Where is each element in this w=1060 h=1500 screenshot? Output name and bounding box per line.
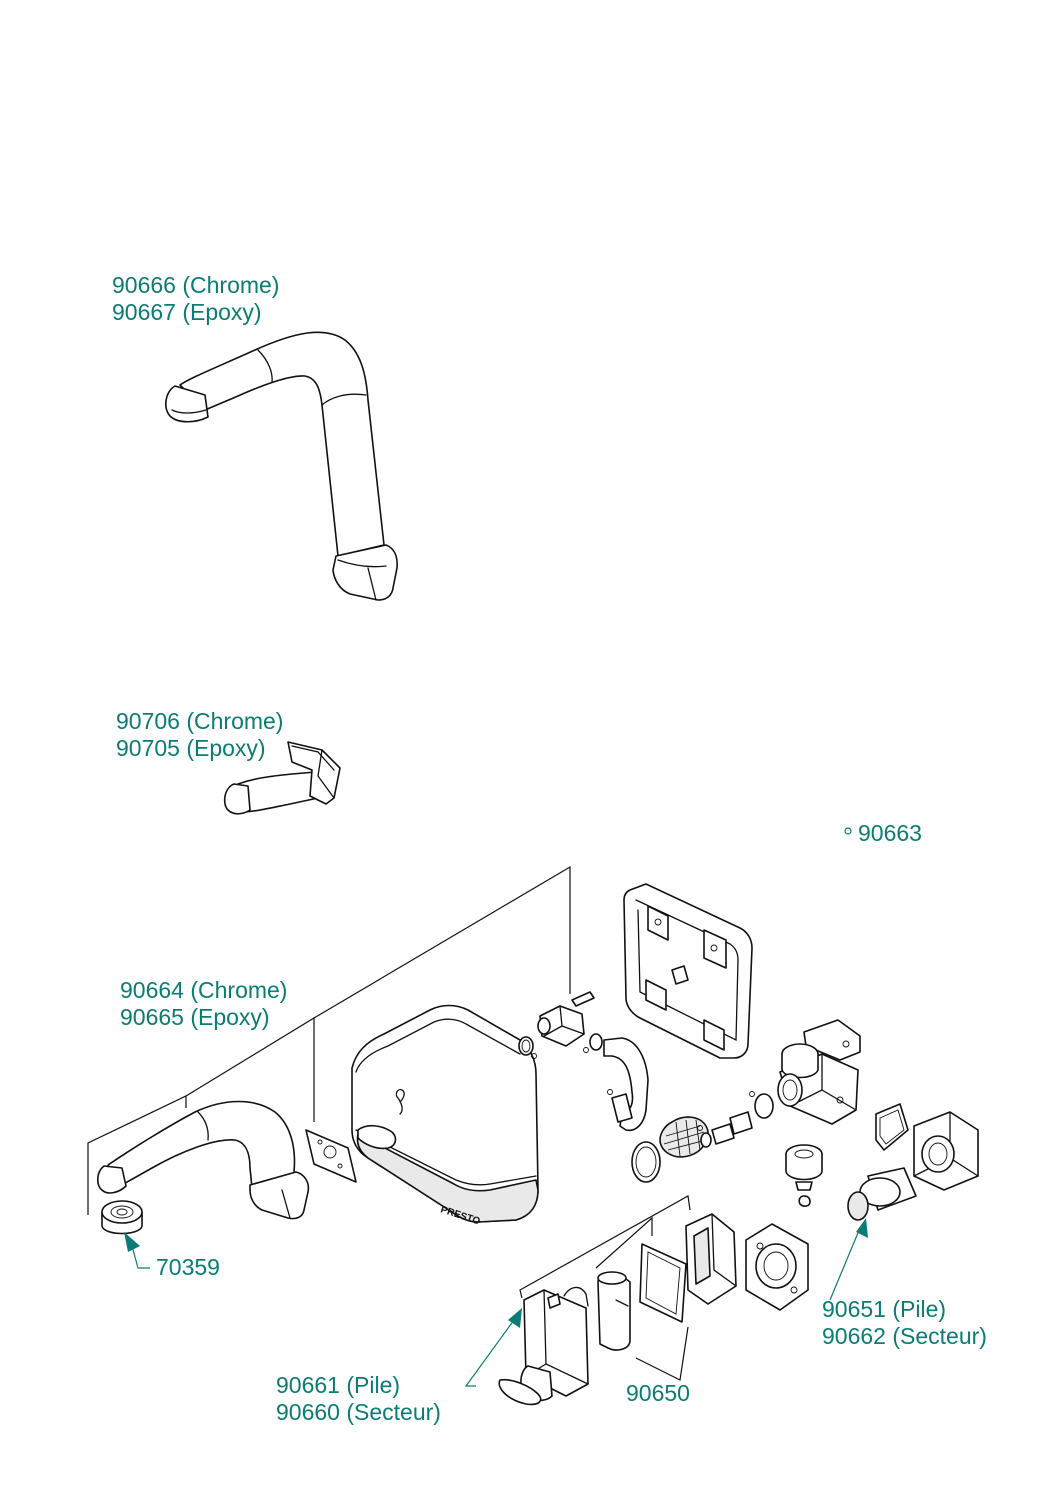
label-tall-spout: 90666 (Chrome) 90667 (Epoxy) bbox=[112, 272, 279, 326]
curved-spout-drawing bbox=[96, 1100, 310, 1220]
electronics-housing-drawing bbox=[685, 1213, 809, 1311]
arrow-90661 bbox=[464, 1308, 522, 1387]
tall-spout-drawing bbox=[165, 331, 398, 601]
battery-gasket-drawing bbox=[639, 1243, 687, 1323]
label-electronics-pile: 90661 (Pile) bbox=[276, 1372, 401, 1398]
label-electronics: 90661 (Pile) 90660 (Secteur) bbox=[276, 1372, 441, 1426]
label-curved-spout: 90664 (Chrome) 90665 (Epoxy) bbox=[120, 977, 287, 1031]
bullet-90663 bbox=[844, 827, 852, 835]
battery-drawing bbox=[597, 1271, 631, 1351]
label-solenoid: 90651 (Pile) 90662 (Secteur) bbox=[822, 1296, 987, 1350]
label-electronics-secteur: 90660 (Secteur) bbox=[276, 1399, 441, 1425]
label-solenoid-secteur: 90662 (Secteur) bbox=[822, 1323, 987, 1349]
label-tall-spout-epoxy: 90667 (Epoxy) bbox=[112, 299, 262, 325]
short-spout-drawing bbox=[223, 741, 341, 815]
callout-lines bbox=[87, 865, 691, 1381]
filter-strainer-drawing bbox=[631, 1116, 709, 1183]
label-short-spout: 90706 (Chrome) 90705 (Epoxy) bbox=[116, 708, 283, 762]
arrow-90651 bbox=[829, 1218, 868, 1301]
check-valve-drawing bbox=[785, 1144, 823, 1207]
arrow-70359 bbox=[124, 1232, 150, 1269]
valve-body-drawing bbox=[777, 1019, 861, 1125]
mounting-plate-drawing bbox=[623, 883, 753, 1059]
label-tall-spout-chrome: 90666 (Chrome) bbox=[112, 272, 280, 298]
label-aerator: 70359 bbox=[156, 1254, 220, 1280]
spout-gasket-drawing bbox=[305, 1129, 357, 1183]
label-short-spout-chrome: 90706 (Chrome) bbox=[116, 708, 284, 734]
flex-hose-drawing bbox=[583, 1033, 649, 1132]
label-curved-spout-chrome: 90664 (Chrome) bbox=[120, 977, 288, 1003]
housing-cover-drawing: PRESTO bbox=[351, 1004, 539, 1228]
label-short-spout-epoxy: 90705 (Epoxy) bbox=[116, 735, 266, 761]
solenoid-gasket-drawing bbox=[875, 1103, 909, 1151]
solenoid-drawing bbox=[847, 1111, 979, 1221]
electronics-module-drawing bbox=[498, 1286, 589, 1406]
label-curved-spout-epoxy: 90665 (Epoxy) bbox=[120, 1004, 270, 1030]
label-solenoid-pile: 90651 (Pile) bbox=[822, 1296, 947, 1322]
label-mounting-kit: 90663 bbox=[858, 820, 922, 846]
inlet-connector-drawing bbox=[518, 991, 595, 1059]
aerator-drawing bbox=[101, 1200, 143, 1235]
inline-valve-drawing bbox=[697, 1091, 774, 1148]
label-battery-pack: 90650 bbox=[626, 1380, 690, 1406]
